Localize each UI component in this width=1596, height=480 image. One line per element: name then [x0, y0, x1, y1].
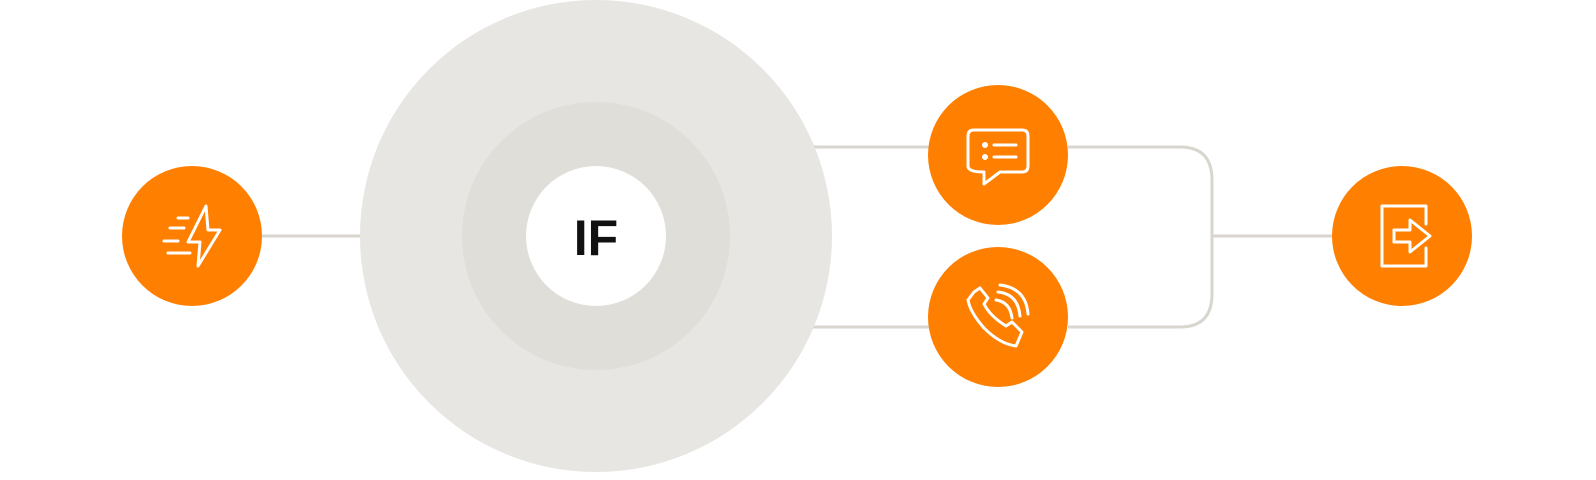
connector-message-to-merge	[1068, 145, 1214, 236]
condition-core	[526, 166, 666, 306]
lightning-bolt-icon	[162, 204, 222, 268]
connectors	[262, 145, 1332, 329]
exit-node[interactable]	[1332, 166, 1472, 306]
trigger-node[interactable]	[122, 166, 262, 306]
call-node[interactable]	[928, 247, 1068, 387]
condition-node[interactable]: IF	[360, 0, 832, 472]
call-circle	[928, 247, 1068, 387]
phone-call-icon	[966, 283, 1030, 348]
message-node[interactable]	[928, 85, 1068, 225]
message-list-icon	[966, 128, 1030, 186]
exit-arrow-icon	[1380, 204, 1432, 268]
connector-call-to-merge	[1068, 236, 1214, 329]
exit-circle	[1332, 166, 1472, 306]
condition-label: IF	[574, 210, 618, 266]
message-circle	[928, 85, 1068, 225]
